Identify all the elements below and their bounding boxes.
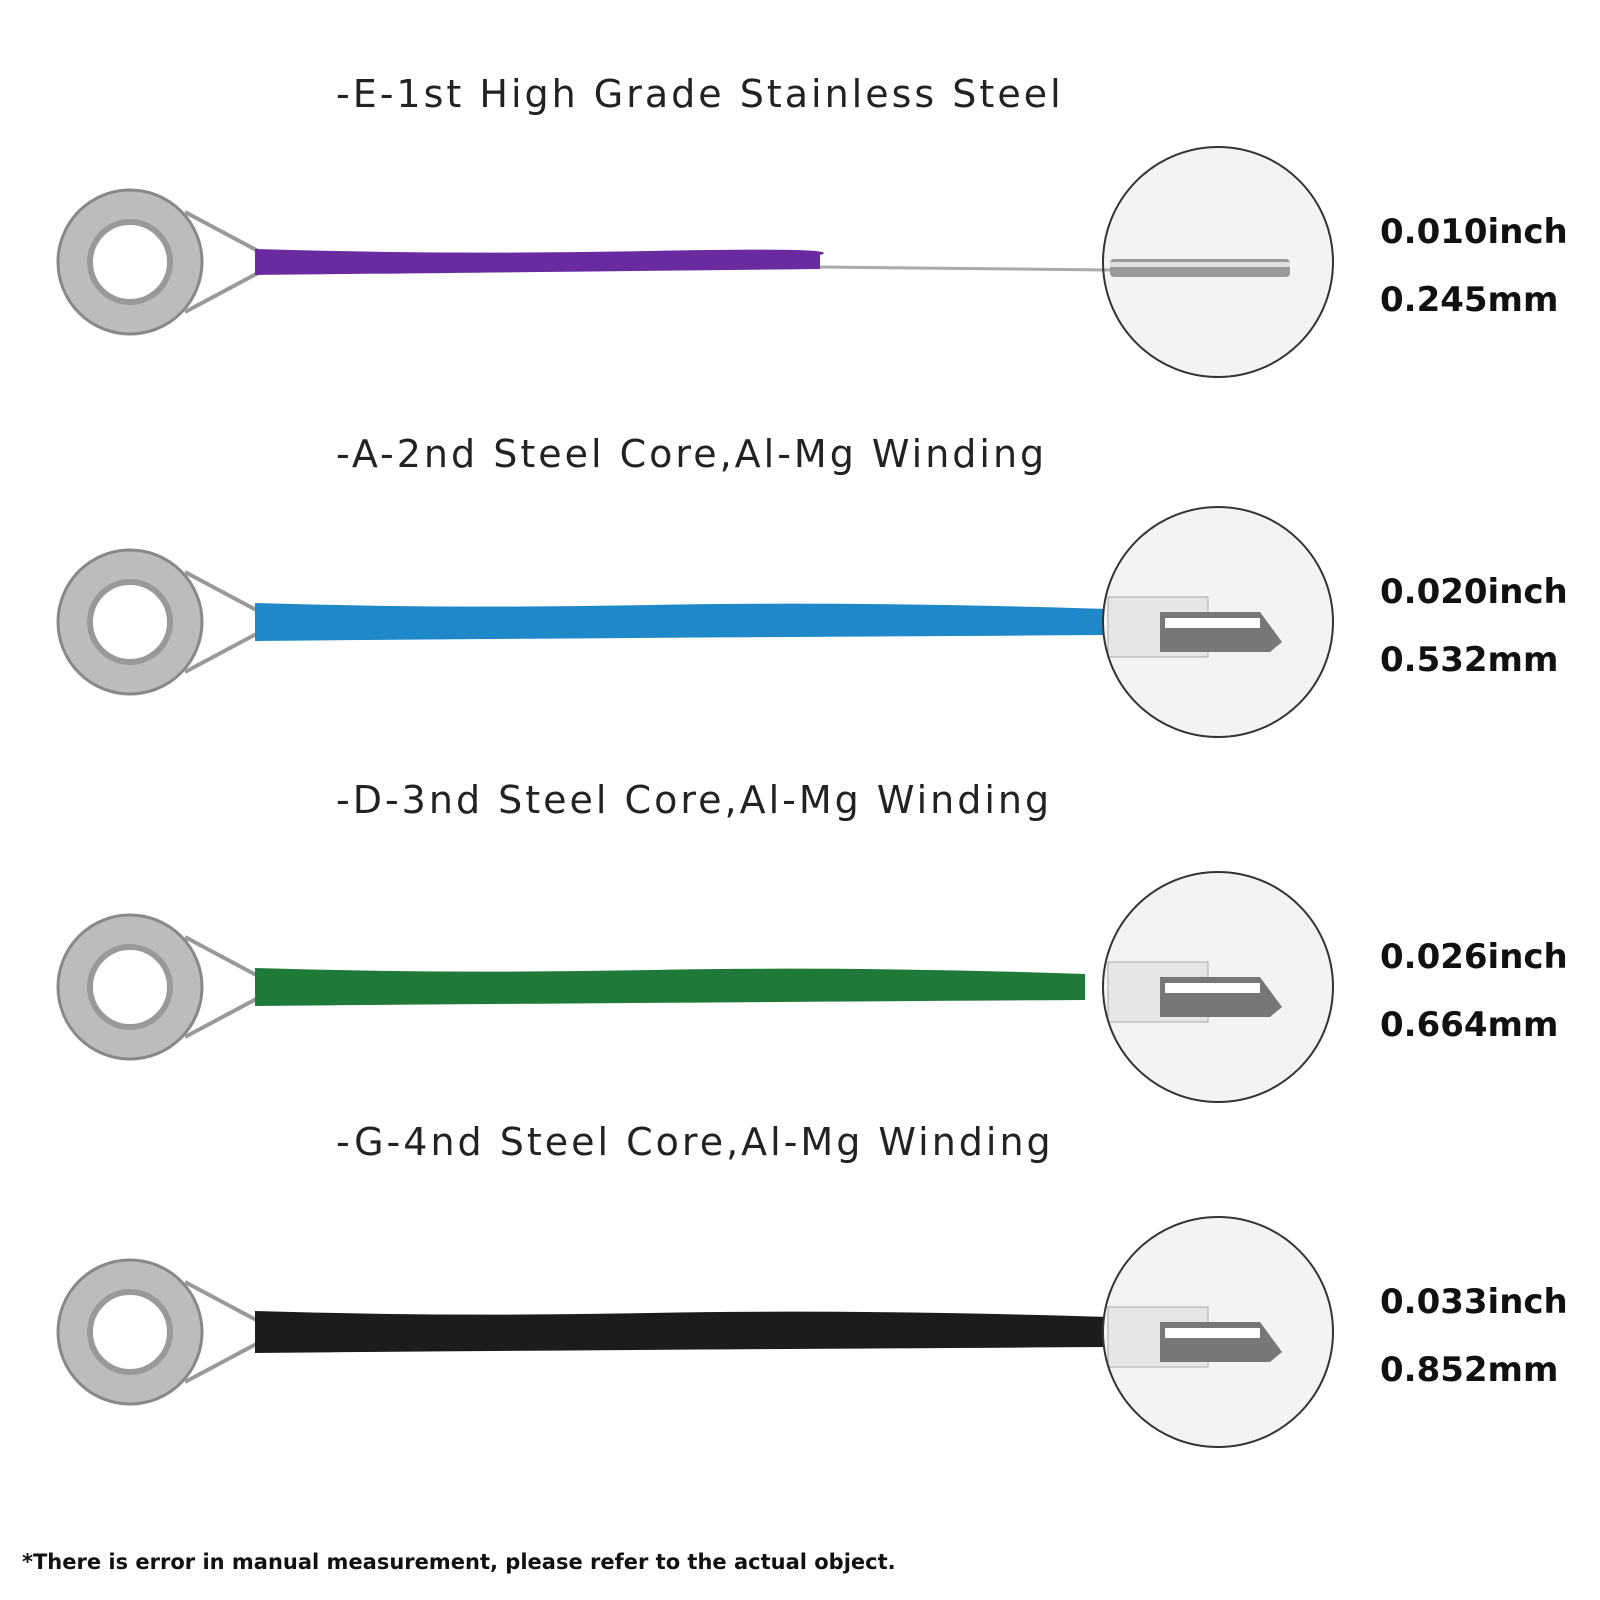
gauge-mm: 0.532mm bbox=[1380, 640, 1559, 680]
string-winding bbox=[255, 1311, 1110, 1353]
string-illustration bbox=[56, 146, 1334, 378]
string-label: -D-3nd Steel Core,Al-Mg Winding bbox=[336, 778, 1053, 822]
string-label: -A-2nd Steel Core,Al-Mg Winding bbox=[336, 432, 1048, 476]
string-illustration bbox=[56, 506, 1334, 738]
string-illustration bbox=[56, 871, 1334, 1103]
string-label: -E-1st High Grade Stainless Steel bbox=[336, 72, 1064, 116]
string-winding bbox=[255, 603, 1110, 641]
ball-end-ring-icon bbox=[56, 1258, 261, 1406]
measurement-footnote: *There is error in manual measurement, p… bbox=[22, 1550, 896, 1574]
string-row-D: -D-3nd Steel Core,Al-Mg Winding 0.026inc… bbox=[0, 778, 1600, 1145]
string-row-A: -A-2nd Steel Core,Al-Mg Winding 0.020inc… bbox=[0, 432, 1600, 780]
string-winding bbox=[255, 968, 1085, 1006]
gauge-mm: 0.664mm bbox=[1380, 1005, 1559, 1045]
magnifier-circle bbox=[1102, 1216, 1334, 1448]
magnifier-circle bbox=[1102, 871, 1334, 1103]
gauge-inch: 0.010inch bbox=[1380, 212, 1568, 252]
ball-end-ring-icon bbox=[56, 913, 261, 1061]
ball-end-ring-icon bbox=[56, 548, 261, 696]
gauge-mm: 0.852mm bbox=[1380, 1350, 1559, 1390]
string-label: -G-4nd Steel Core,Al-Mg Winding bbox=[336, 1120, 1054, 1164]
gauge-inch: 0.033inch bbox=[1380, 1282, 1568, 1322]
gauge-inch: 0.026inch bbox=[1380, 937, 1568, 977]
string-winding bbox=[255, 249, 824, 275]
magnifier-circle bbox=[1102, 506, 1334, 738]
string-row-G: -G-4nd Steel Core,Al-Mg Winding 0.033inc… bbox=[0, 1120, 1600, 1490]
gauge-inch: 0.020inch bbox=[1380, 572, 1568, 612]
ball-end-ring-icon bbox=[56, 188, 261, 336]
string-illustration bbox=[56, 1216, 1334, 1448]
gauge-mm: 0.245mm bbox=[1380, 280, 1559, 320]
string-row-E: -E-1st High Grade Stainless Steel 0.010i… bbox=[0, 72, 1600, 420]
magnifier-circle bbox=[819, 146, 1334, 378]
